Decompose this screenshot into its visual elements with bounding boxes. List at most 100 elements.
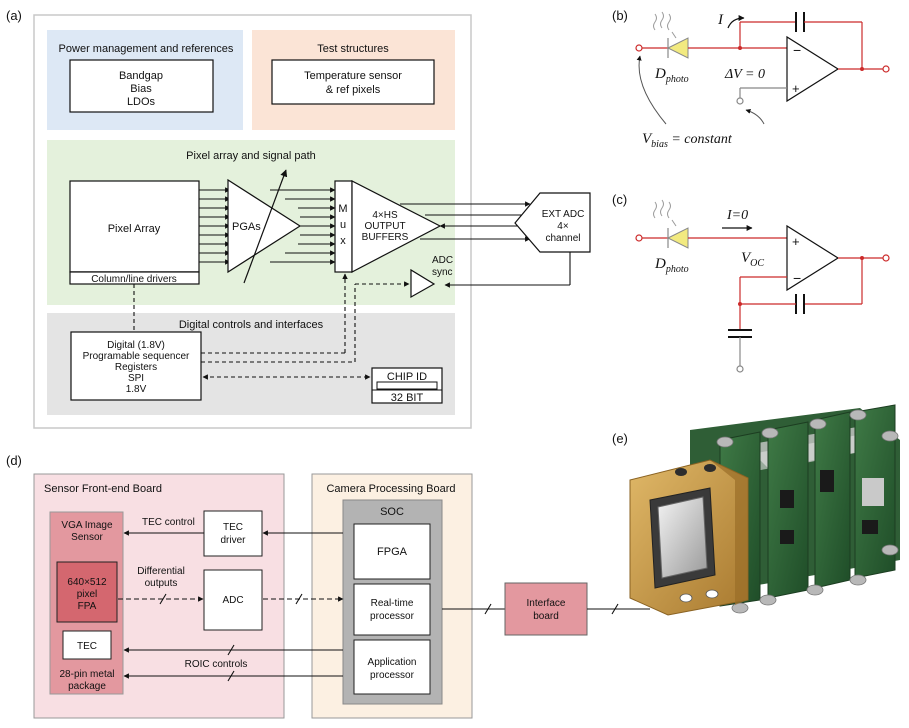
digital-line-2: Programable sequencer (83, 351, 190, 362)
bandgap-box (69, 59, 214, 113)
light-icon-b (653, 11, 677, 39)
buffers-line-3: BUFFERS (362, 232, 409, 243)
signal-path-title: Pixel array and signal path (186, 150, 316, 162)
application-line-1: Application (368, 657, 417, 668)
minus-sign-b: − (793, 42, 801, 58)
d-photo-c-sub: photo (665, 264, 689, 275)
application-line-2: processor (370, 670, 415, 681)
fpa-line-1: 640×512 (67, 577, 107, 588)
panel-label-a: (a) (6, 8, 22, 23)
plus-sign-b: + (792, 81, 800, 96)
tec-driver-line-1: TEC (223, 522, 243, 533)
delta-v-label: ΔV = 0 (724, 67, 765, 82)
output-bus-slash (611, 603, 619, 615)
vga-line-2: Sensor (71, 532, 103, 543)
ref-pixels-label: & ref pixels (326, 84, 381, 96)
tec-driver-box (203, 510, 263, 557)
digital-sequencer-box (70, 331, 202, 401)
package-line-1: 28-pin metal (59, 669, 114, 680)
application-processor-box (353, 639, 431, 695)
roic-bus-slash-1 (227, 644, 235, 656)
mux-letter-x: x (340, 235, 346, 247)
roic-bus-slash-2 (227, 670, 235, 682)
circuit-c (635, 199, 890, 373)
voc-sub: OC (750, 258, 764, 269)
adc-sync-line-2: sync (432, 267, 453, 278)
voc-main: V (741, 250, 752, 266)
temperature-sensor-label: Temperature sensor (304, 70, 402, 82)
buffers-line-1: 4×HS (372, 210, 398, 221)
diff-outputs-line-1: Differential (137, 566, 185, 577)
adc-label: ADC (222, 595, 243, 606)
circuit-b (635, 11, 890, 125)
digital-dashed-lines (133, 273, 410, 380)
panel-label-e: (e) (612, 431, 628, 446)
vbias-rest: = constant (668, 132, 733, 147)
ext-adc-box (514, 192, 591, 253)
fpa-box (56, 561, 118, 623)
fpga-label: FPGA (377, 546, 408, 558)
adc-bus-slash (295, 593, 303, 605)
column-line-drivers-label: Column/line drivers (91, 274, 177, 285)
current-label-c: I=0 (726, 208, 748, 223)
digital-line-1: Digital (1.8V) (107, 340, 165, 351)
ext-adc-line-2: 4× (557, 221, 569, 232)
fpa-line-2: pixel (77, 589, 98, 600)
tec-label: TEC (77, 641, 97, 652)
roic-controls-label: ROIC controls (185, 659, 248, 670)
d-photo-b-sub: photo (665, 74, 689, 85)
photodiode-c (666, 227, 689, 249)
pixel-to-pga-lines (199, 187, 231, 265)
output-buffers-amplifier (351, 180, 442, 273)
pga-to-mux-lines (270, 187, 336, 265)
mux-letter-u: u (340, 219, 346, 231)
digital-line-3: Registers (115, 362, 157, 373)
pixel-array-box (69, 180, 200, 273)
camera-module-render (629, 404, 900, 616)
realtime-line-2: processor (370, 611, 415, 622)
vbias-label: Vbias = constant (642, 131, 733, 150)
ldos-label: LDOs (127, 96, 156, 108)
panel-label-c: (c) (612, 192, 627, 207)
buffer-output-lines (400, 201, 571, 288)
vbias-sub: bias (651, 139, 668, 150)
panel-label-b: (b) (612, 8, 628, 23)
plus-sign-c: + (792, 234, 800, 249)
adc-sync-line-1: ADC (432, 255, 453, 266)
diff-outputs-line-2: outputs (145, 578, 178, 589)
interface-bus-slash (484, 603, 492, 615)
realtime-processor-box (353, 583, 431, 636)
test-structures-title: Test structures (317, 43, 389, 55)
pga-gain-arrow (243, 169, 288, 284)
interface-board-box (504, 582, 588, 636)
opamp-c (786, 224, 840, 292)
light-icon-c (653, 199, 677, 227)
ext-adc-line-3: channel (545, 233, 580, 244)
bandgap-label: Bandgap (119, 70, 163, 82)
pgas-label: PGAs (232, 221, 261, 233)
digital-line-5: 1.8V (126, 384, 147, 395)
digital-controls-title: Digital controls and interfaces (179, 319, 324, 331)
minus-sign-c: − (793, 270, 801, 286)
realtime-line-1: Real-time (371, 598, 414, 609)
buffers-line-2: OUTPUT (364, 221, 405, 232)
photodiode-b (666, 37, 689, 59)
d-photo-b: Dphoto (654, 66, 689, 85)
d-photo-c: Dphoto (654, 256, 689, 275)
mux-letter-m: M (338, 203, 347, 215)
adc-box (203, 569, 263, 631)
chip-id-register (376, 381, 438, 390)
sensor-front-end-title: Sensor Front-end Board (44, 483, 162, 495)
chip-id-bits: 32 BIT (391, 392, 424, 404)
bias-label: Bias (130, 83, 152, 95)
camera-lens (657, 496, 708, 579)
d-photo-b-main: D (654, 66, 666, 82)
vga-line-1: VGA Image (61, 520, 113, 531)
panel-label-d: (d) (6, 453, 22, 468)
package-line-2: package (68, 681, 106, 692)
diff-outputs-bus-slash (159, 593, 167, 605)
tec-driver-line-2: driver (220, 535, 246, 546)
current-label-b: I (717, 12, 724, 28)
temperature-sensor-box (271, 59, 435, 105)
